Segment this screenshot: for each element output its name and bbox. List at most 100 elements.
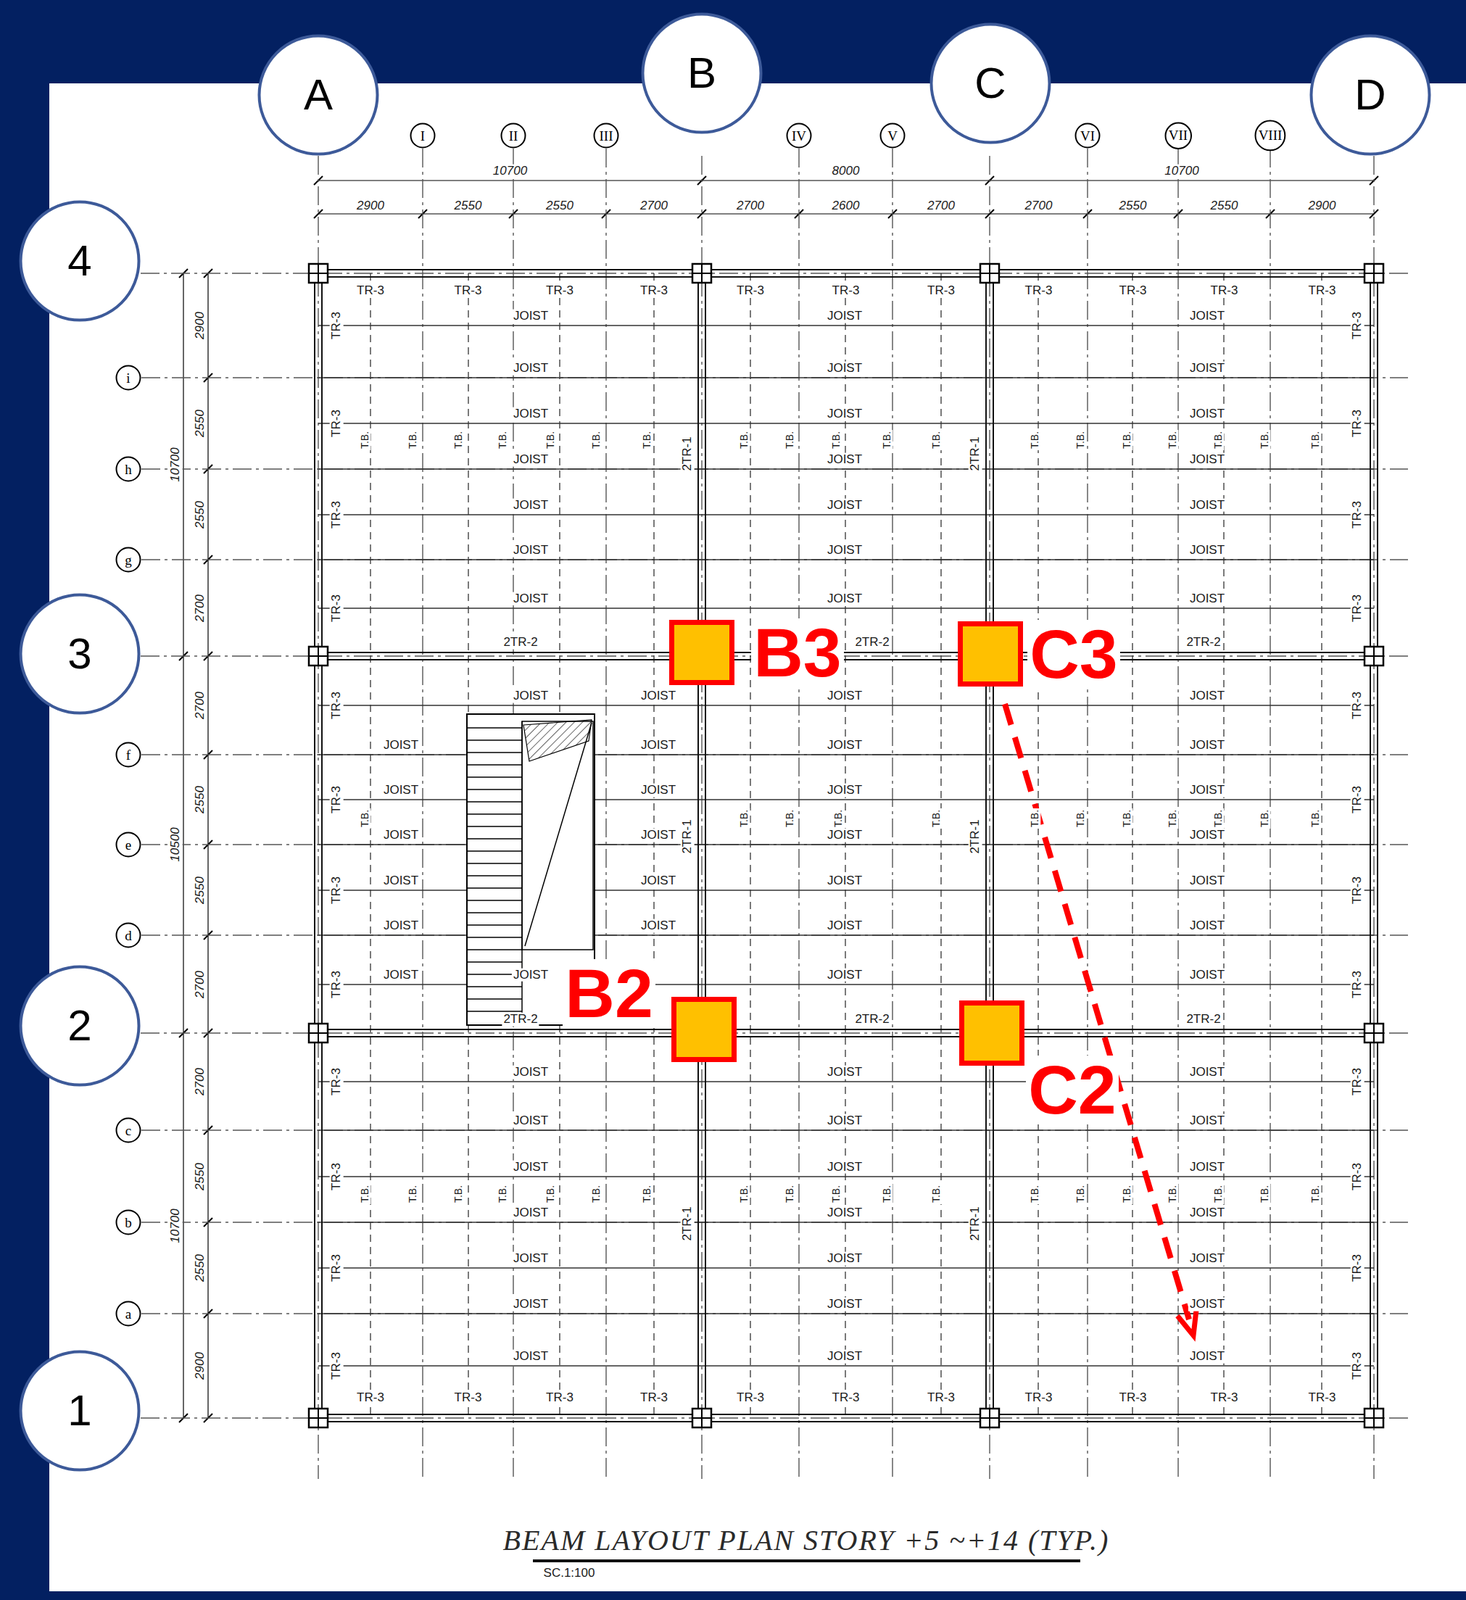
beam-tag: 2TR-1	[680, 435, 695, 472]
dimension-text: 10700	[168, 1207, 183, 1245]
tie-beam-tag: T.B.	[1310, 1183, 1321, 1205]
beam-tag: TR-3	[1209, 284, 1240, 298]
tie-beam-tag: T.B.	[1121, 1183, 1133, 1205]
dimension-text: 2700	[193, 1066, 208, 1097]
grid-bubble: 2	[18, 965, 141, 1087]
subgrid-bubble: h	[115, 456, 142, 483]
grid-lines	[140, 148, 1408, 1480]
beam-tag: JOIST	[511, 1252, 550, 1266]
beam-tag: JOIST	[511, 1297, 550, 1312]
grid-bubble: C	[929, 22, 1052, 145]
beam-tag: JOIST	[382, 738, 420, 753]
dimension-lines	[179, 176, 1379, 1423]
grid-label: A	[303, 73, 333, 117]
beam-tag: JOIST	[382, 783, 420, 798]
tie-beam-tag: T.B.	[1075, 808, 1087, 829]
dimension-text: 2550	[1117, 199, 1149, 214]
tie-beam-tag: T.B.	[641, 429, 653, 451]
dimension-text: 2550	[193, 1161, 208, 1192]
beam-tag: TR-3	[1023, 284, 1055, 298]
beam-tag: TR-3	[355, 1391, 386, 1406]
beam-tag: JOIST	[825, 1252, 864, 1266]
beam-tag: JOIST	[825, 309, 864, 324]
beam-tag: JOIST	[825, 828, 864, 843]
beam-tag: JOIST	[511, 361, 550, 376]
column-label: C2	[1025, 1055, 1118, 1125]
beam-tag: TR-3	[735, 1391, 766, 1406]
beam-tag: JOIST	[825, 689, 864, 704]
red-dashed-arrow	[1004, 703, 1197, 1336]
tie-beam-tag: T.B.	[784, 1183, 796, 1205]
beam-tag: JOIST	[382, 873, 420, 888]
grid-bubble: B	[640, 12, 763, 135]
column-marker: B2	[671, 996, 737, 1063]
tie-beam-tag: T.B.	[1121, 808, 1133, 829]
tie-beam-tag: T.B.	[833, 808, 844, 829]
tie-beam-tag: T.B.	[930, 429, 942, 451]
beam-tag: JOIST	[1188, 1297, 1227, 1312]
tie-beam-tag: T.B.	[784, 429, 796, 451]
tie-beam-tag: T.B.	[1121, 429, 1133, 451]
beam-tag: JOIST	[511, 1160, 550, 1174]
dimension-text: 2900	[193, 1350, 208, 1382]
beam-tag: TR-3	[329, 690, 344, 721]
dimension-text: 2550	[193, 784, 208, 815]
grid-bubble: D	[1309, 34, 1432, 156]
tie-beam-tag: T.B.	[590, 429, 602, 451]
beam-tag: TR-3	[1350, 690, 1365, 721]
dimension-text: 2550	[193, 875, 208, 906]
subgrid-bubble: g	[115, 546, 142, 573]
beam-tag: JOIST	[1188, 689, 1227, 704]
beam-tag: TR-3	[329, 1161, 344, 1192]
beam-tag: TR-3	[329, 499, 344, 530]
tie-beam-tag: T.B.	[545, 1183, 557, 1205]
grid-label: 2	[67, 1004, 92, 1048]
grid-label: II	[508, 129, 519, 143]
tie-beam-tag: T.B.	[359, 808, 371, 829]
grid-label: 1	[67, 1389, 92, 1433]
beam-tag: JOIST	[825, 1065, 864, 1080]
beam-tag: JOIST	[1188, 453, 1227, 467]
beam-tag: JOIST	[639, 783, 678, 798]
dimension-text: 2700	[638, 199, 670, 214]
grid-bubble: A	[257, 34, 380, 156]
beam-tag: TR-3	[544, 284, 575, 298]
tie-beam-tag: T.B.	[930, 1183, 942, 1205]
beam-tag: JOIST	[511, 309, 550, 324]
dimension-text: 2700	[925, 199, 957, 214]
beam-tag: JOIST	[382, 967, 420, 982]
tie-beam-tag: T.B.	[830, 1183, 842, 1205]
tie-beam-tag: T.B.	[930, 808, 942, 829]
tie-beam-tag: T.B.	[1212, 808, 1224, 829]
dimension-text: 10700	[1162, 164, 1200, 179]
grid-label: f	[126, 748, 131, 763]
beam-tag: TR-3	[925, 284, 957, 298]
beam-tag: JOIST	[639, 828, 678, 843]
main-beams	[314, 269, 1378, 1422]
beam-tag: JOIST	[825, 1160, 864, 1174]
beam-tag: TR-3	[638, 284, 670, 298]
tie-beam-tag: T.B.	[1167, 1183, 1179, 1205]
beam-tag: JOIST	[1188, 1160, 1227, 1174]
beam-tag: JOIST	[825, 738, 864, 753]
tie-beam-tag: T.B.	[545, 429, 557, 451]
subgrid-bubble: V	[879, 122, 906, 149]
column-marker: C3	[957, 621, 1024, 687]
subgrid-bubble: I	[409, 122, 436, 149]
grid-label: d	[124, 928, 132, 943]
grid-label: B	[687, 51, 717, 95]
beam-tag: JOIST	[1188, 543, 1227, 558]
beam-tag: TR-3	[544, 1391, 575, 1406]
beam-tag: TR-3	[329, 593, 344, 624]
tie-beam-tag: T.B.	[407, 429, 419, 451]
beam-tag: JOIST	[639, 738, 678, 753]
joist-lines	[318, 325, 1374, 1366]
tie-beam-tag: T.B.	[881, 1183, 893, 1205]
beam-tag: JOIST	[639, 689, 678, 704]
beam-tag: JOIST	[1188, 919, 1227, 934]
tie-beam-tag: T.B.	[1075, 429, 1087, 451]
caption-underline	[532, 1559, 1081, 1563]
grid-label: D	[1354, 73, 1386, 117]
dimension-text: 2550	[193, 499, 208, 530]
beam-tag: 2TR-2	[853, 1012, 891, 1027]
